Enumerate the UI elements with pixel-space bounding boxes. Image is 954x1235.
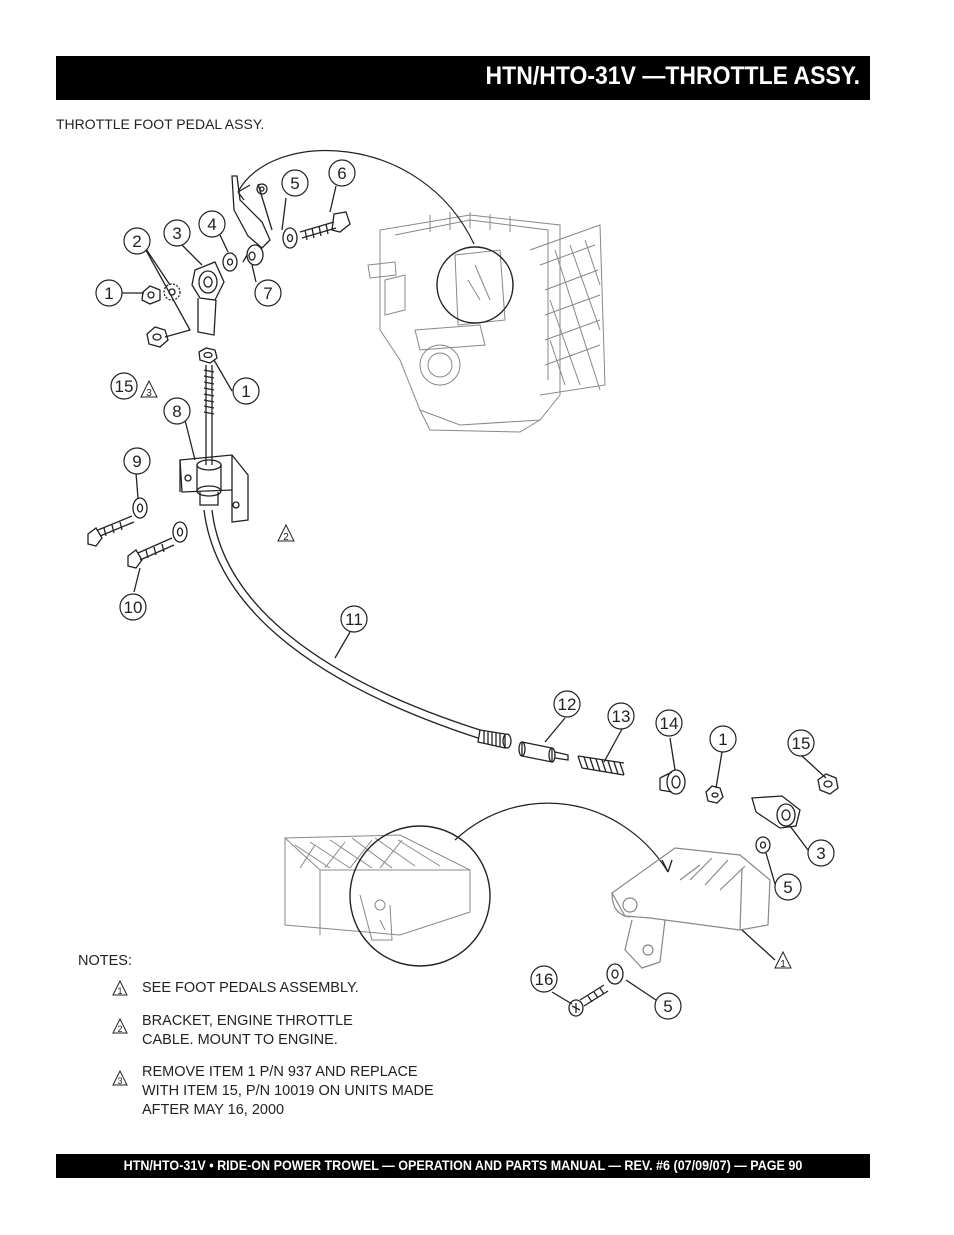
svg-text:4: 4 xyxy=(207,215,216,234)
callout-10: 10 xyxy=(119,593,147,621)
notes-heading: NOTES: xyxy=(78,953,132,969)
callout-14: 14 xyxy=(655,709,683,737)
svg-text:1: 1 xyxy=(718,730,727,749)
svg-text:2: 2 xyxy=(132,232,141,251)
throttle-lever xyxy=(231,175,271,249)
note-3-line3: AFTER MAY 16, 2000 xyxy=(142,1102,285,1118)
svg-text:1: 1 xyxy=(780,959,786,970)
page-title: HTN/HTO-31V —THROTTLE ASSY. xyxy=(485,62,860,90)
svg-text:10: 10 xyxy=(124,598,143,617)
callout-16: 16 xyxy=(530,965,558,993)
callout-1c: 1 xyxy=(232,377,260,405)
svg-text:11: 11 xyxy=(345,610,363,629)
svg-text:9: 9 xyxy=(132,452,141,471)
callout-2: 2 xyxy=(123,227,151,255)
callout-6: 6 xyxy=(328,159,356,187)
callout-15a: 15 xyxy=(110,372,138,400)
footer-bar: HTN/HTO-31V • RIDE-ON POWER TROWEL — OPE… xyxy=(56,1154,870,1178)
flag-2-diagram: 2 xyxy=(277,523,295,543)
throttle-cable xyxy=(203,509,479,739)
note-1-line1: SEE FOOT PEDALS ASSEMBLY. xyxy=(142,980,359,996)
flags: 3 2 1 xyxy=(140,379,792,970)
callout-3b: 3 xyxy=(807,839,835,867)
svg-text:1: 1 xyxy=(117,986,122,996)
svg-text:5: 5 xyxy=(783,878,792,897)
svg-text:14: 14 xyxy=(660,714,679,733)
footer-text: HTN/HTO-31V • RIDE-ON POWER TROWEL — OPE… xyxy=(123,1158,803,1173)
callout-9: 9 xyxy=(123,447,151,475)
svg-text:15: 15 xyxy=(792,734,811,753)
svg-text:6: 6 xyxy=(337,164,346,183)
callout-15b: 15 xyxy=(787,729,815,757)
callouts: 1 2 3 4 5 6 7 15 1 8 9 10 11 12 13 14 1 … xyxy=(95,159,835,1020)
svg-text:2: 2 xyxy=(283,532,289,543)
callout-5a: 5 xyxy=(281,169,309,197)
engine-detail-circle xyxy=(436,246,514,324)
callout-7: 7 xyxy=(254,279,282,307)
note-flag-1: 1 xyxy=(112,980,128,996)
note-2-line1: BRACKET, ENGINE THROTTLE xyxy=(142,1013,353,1029)
svg-text:3: 3 xyxy=(172,224,181,243)
cable-bracket xyxy=(179,454,249,523)
svg-text:2: 2 xyxy=(117,1024,122,1034)
flag-1-diagram: 1 xyxy=(774,950,792,970)
pedal-detail-circle xyxy=(349,825,491,967)
svg-text:3: 3 xyxy=(816,844,825,863)
foot-pedal xyxy=(611,847,771,969)
diagram-subtitle: THROTTLE FOOT PEDAL ASSY. xyxy=(56,116,265,132)
flag-3-diagram: 3 xyxy=(140,379,158,399)
svg-text:8: 8 xyxy=(172,402,181,421)
pedal-detail-arc xyxy=(454,802,669,873)
callout-4: 4 xyxy=(198,210,226,238)
note-3-line2: WITH ITEM 15, P/N 10019 ON UNITS MADE xyxy=(142,1083,434,1099)
callout-11: 11 xyxy=(340,605,368,633)
callout-13: 13 xyxy=(607,702,635,730)
note-1: SEE FOOT PEDALS ASSEMBLY. xyxy=(142,979,359,998)
note-2-line2: CABLE. MOUNT TO ENGINE. xyxy=(142,1032,338,1048)
svg-text:12: 12 xyxy=(558,695,577,714)
svg-text:16: 16 xyxy=(535,970,554,989)
note-3-line1: REMOVE ITEM 1 P/N 937 AND REPLACE xyxy=(142,1064,418,1080)
svg-text:7: 7 xyxy=(263,284,272,303)
callout-1d: 1 xyxy=(709,725,737,753)
note-flag-2: 2 xyxy=(112,1018,128,1034)
svg-text:13: 13 xyxy=(612,707,631,726)
callout-8: 8 xyxy=(163,397,191,425)
svg-text:3: 3 xyxy=(146,388,152,399)
callout-5c: 5 xyxy=(654,992,682,1020)
header-bar: HTN/HTO-31V —THROTTLE ASSY. xyxy=(56,56,870,100)
callout-12: 12 xyxy=(553,690,581,718)
svg-text:5: 5 xyxy=(290,174,299,193)
svg-text:15: 15 xyxy=(115,377,134,396)
svg-text:3: 3 xyxy=(117,1076,122,1086)
svg-text:5: 5 xyxy=(663,997,672,1016)
callout-1a: 1 xyxy=(95,279,123,307)
svg-text:1: 1 xyxy=(241,382,250,401)
callout-5b: 5 xyxy=(774,873,802,901)
callout-3a: 3 xyxy=(163,219,191,247)
pedal-overview xyxy=(284,834,471,941)
note-flag-3: 3 xyxy=(112,1070,128,1086)
svg-text:1: 1 xyxy=(104,284,113,303)
note-2: BRACKET, ENGINE THROTTLE CABLE. MOUNT TO… xyxy=(142,1012,353,1050)
engine-illustration xyxy=(367,212,606,433)
note-3: REMOVE ITEM 1 P/N 937 AND REPLACE WITH I… xyxy=(142,1063,434,1120)
engine-detail-arc xyxy=(237,149,475,245)
